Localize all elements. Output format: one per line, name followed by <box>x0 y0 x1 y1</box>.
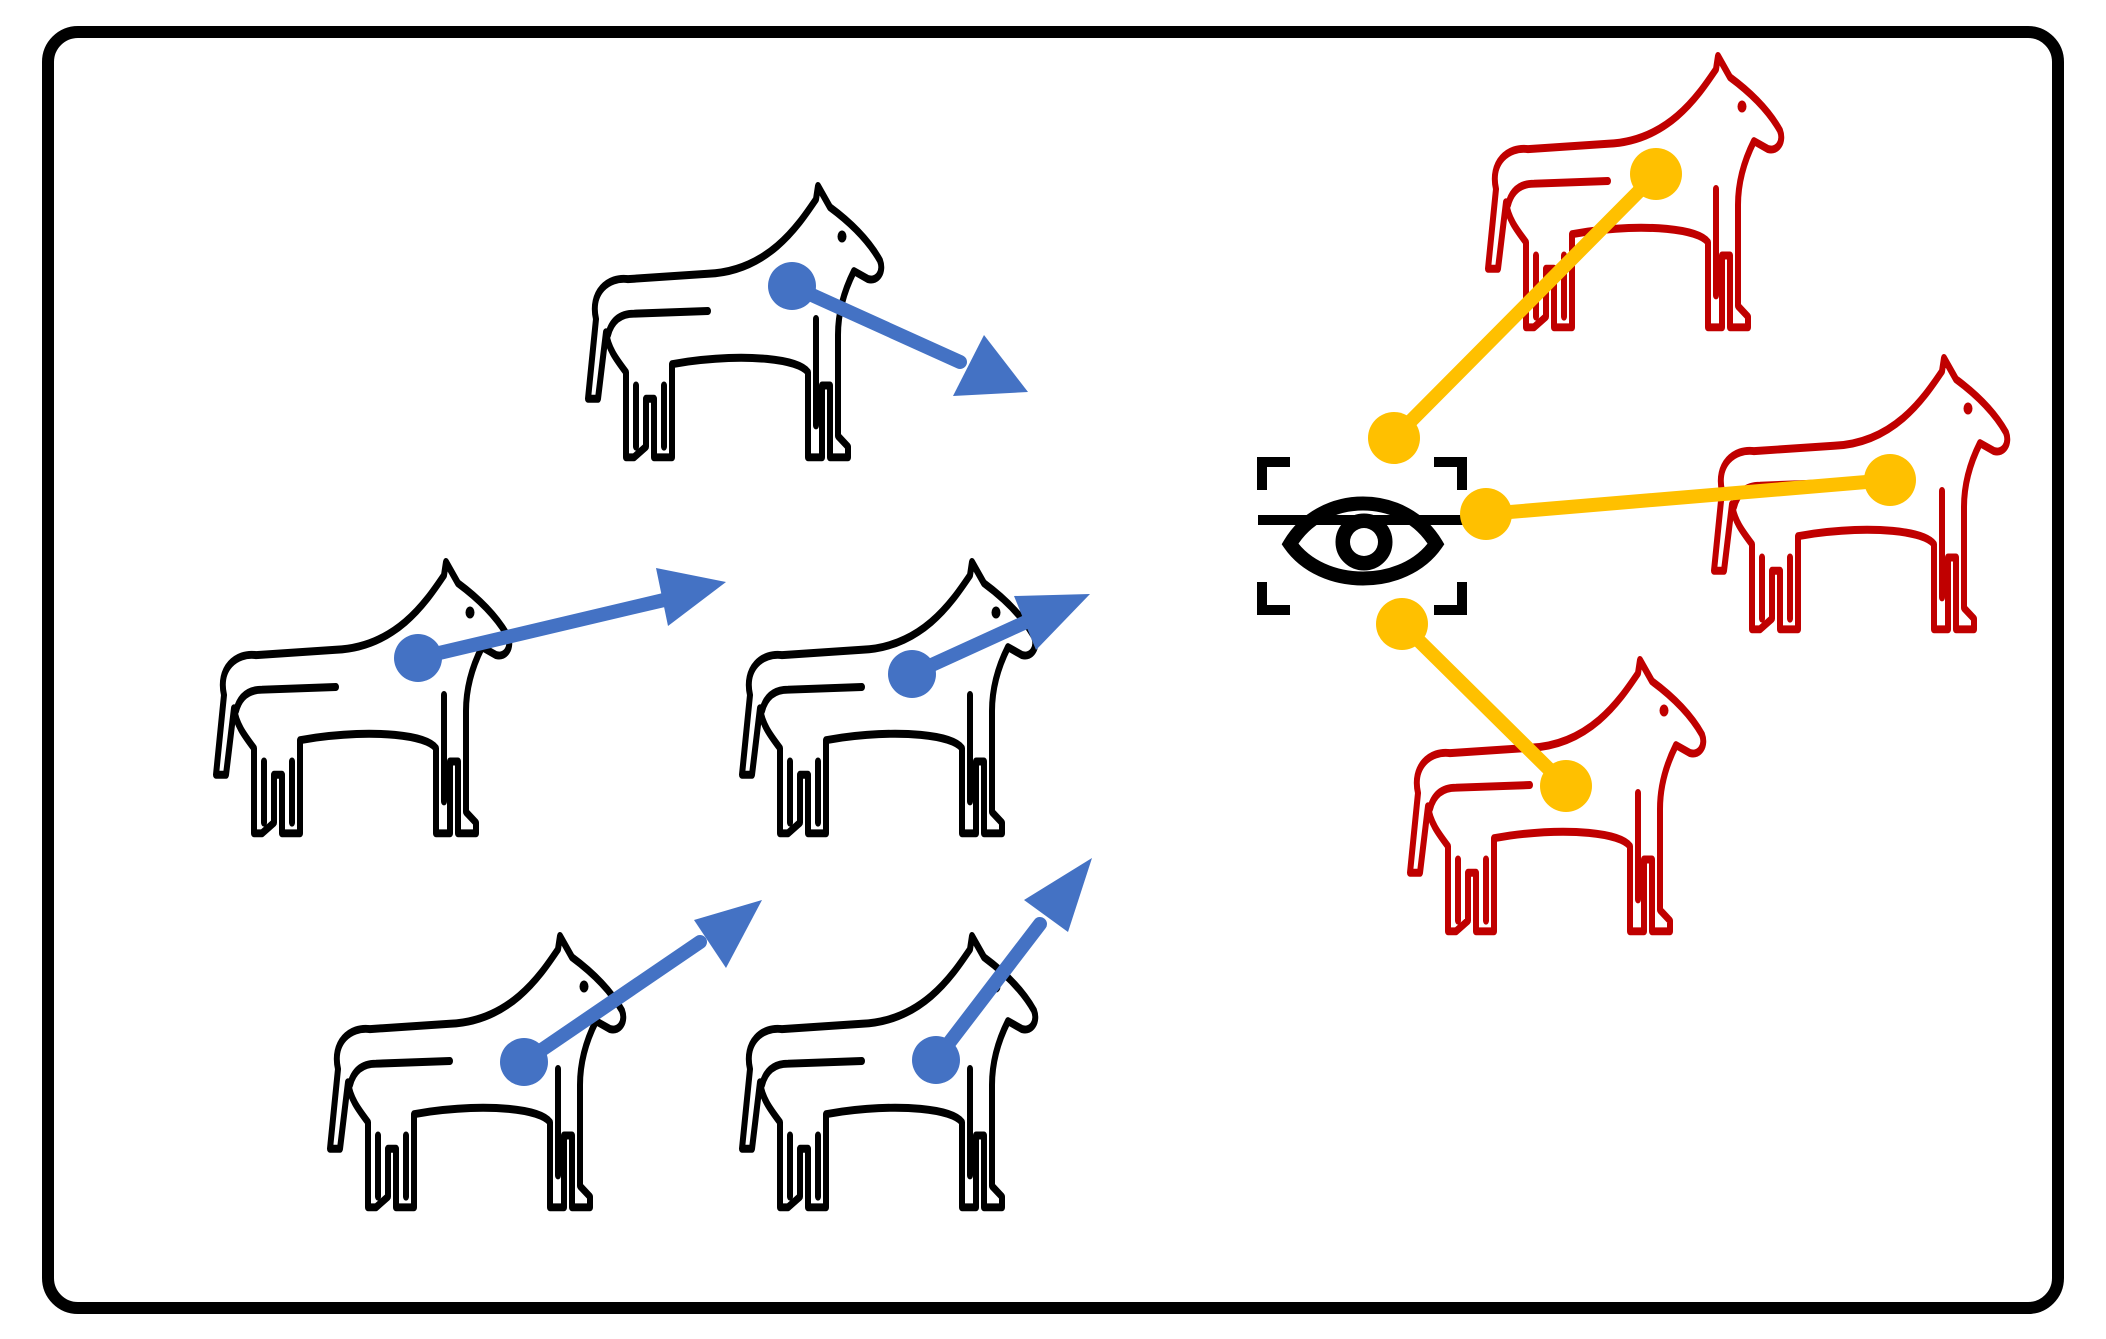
observation-link <box>1368 148 1682 464</box>
observation-links <box>1368 148 1916 812</box>
heading-arrow <box>500 900 762 1086</box>
diagram-frame <box>42 26 2064 1314</box>
scan-bracket <box>1434 582 1467 615</box>
heading-arrow <box>912 858 1092 1084</box>
scan-bracket <box>1257 582 1290 615</box>
heading-arrow <box>768 262 1028 396</box>
heading-arrow <box>888 594 1090 698</box>
observation-link <box>1460 454 1916 540</box>
heading-arrows <box>394 262 1092 1086</box>
scan-bracket <box>1257 457 1290 490</box>
observation-link <box>1376 598 1592 812</box>
eye-scan-icon <box>1257 457 1470 615</box>
scan-bracket <box>1434 457 1467 490</box>
heading-arrow <box>394 568 726 682</box>
